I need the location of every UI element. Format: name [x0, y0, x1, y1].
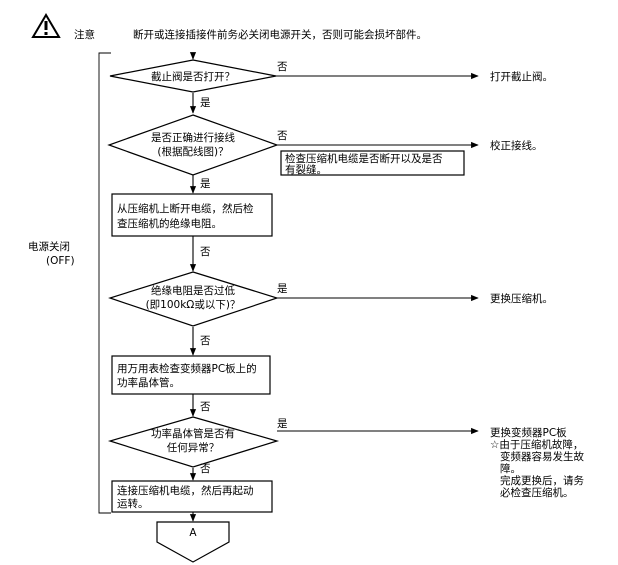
- decision-transistor-line1: 功率晶体管是否有: [151, 427, 235, 440]
- decision-insulation-low: [108, 271, 279, 327]
- decision-transistor-abnormal: [107, 416, 280, 468]
- action-replace-pcb-line1: 更换变频器PC板: [490, 426, 567, 439]
- process-disconnect-line1: 从压缩机上断开电缆，然后检: [117, 202, 254, 215]
- yes-label: 是: [200, 97, 211, 109]
- note-check-cable-line2: 有裂缝。: [285, 163, 327, 176]
- decision-valve-open-text: 截止阀是否打开？: [151, 70, 235, 83]
- process-reconnect-line2: 运转。: [117, 497, 149, 510]
- action-open-valve: 打开截止阀。: [490, 70, 553, 83]
- no-label: 否: [200, 463, 211, 475]
- process-check-transistor-line1: 用万用表检查变频器PC板上的: [117, 362, 257, 375]
- process-reconnect-restart: [111, 480, 273, 513]
- process-check-transistor: [111, 355, 271, 395]
- connector-a: [156, 521, 230, 563]
- no-label: 否: [277, 130, 288, 142]
- decision-valve-open: [109, 59, 277, 93]
- decision-insulation-line1: 绝缘电阻是否过低: [151, 284, 235, 297]
- power-off-sub-label: (OFF): [46, 255, 75, 267]
- note-check-cable-box: [280, 150, 465, 176]
- yes-label: 是: [277, 418, 288, 430]
- process-disconnect-line2: 查压缩机的绝缘电阻。: [117, 217, 222, 230]
- note-check-cable-line1: 检查压缩机电缆是否断开以及是否: [285, 152, 443, 165]
- decision-transistor-line2: 任何异常？: [167, 441, 220, 454]
- action-replace-pcb-line4: 障。: [500, 462, 521, 475]
- decision-wiring-text-line2: (根据配线图)？: [157, 145, 228, 158]
- action-replace-pcb-line6: 必检查压缩机。: [500, 486, 574, 499]
- caution-message: 断开或连接插接件前务必关闭电源开关，否则可能会损坏部件。: [133, 28, 427, 41]
- warning-icon: [31, 13, 61, 38]
- action-replace-pcb-line5: 完成更换后，请务: [500, 474, 584, 487]
- yes-label: 是: [277, 283, 288, 295]
- action-correct-wiring: 校正接线。: [490, 139, 543, 152]
- power-off-bracket: [98, 52, 111, 514]
- power-off-label: 电源关闭: [28, 240, 70, 253]
- connector-a-label: A: [189, 527, 197, 539]
- no-label: 否: [200, 246, 211, 258]
- action-replace-pcb-line2: ☆由于压缩机故障，: [490, 438, 583, 451]
- decision-wiring-correct: [107, 114, 279, 176]
- no-label: 否: [200, 401, 211, 413]
- decision-insulation-line2: (即100kΩ或以下)？: [146, 299, 241, 311]
- process-disconnect-cable: [111, 193, 273, 237]
- process-check-transistor-line2: 功率晶体管。: [117, 376, 180, 389]
- no-label: 否: [277, 61, 288, 73]
- action-replace-pcb-line3: 变频器容易发生故: [500, 450, 584, 463]
- no-label: 否: [200, 335, 211, 347]
- decision-wiring-text-line1: 是否正确进行接线: [151, 131, 235, 144]
- action-replace-compressor: 更换压缩机。: [490, 292, 553, 305]
- caution-label: 注意: [74, 28, 95, 41]
- process-reconnect-line1: 连接压缩机电缆，然后再起动: [117, 484, 254, 497]
- yes-label: 是: [200, 178, 211, 190]
